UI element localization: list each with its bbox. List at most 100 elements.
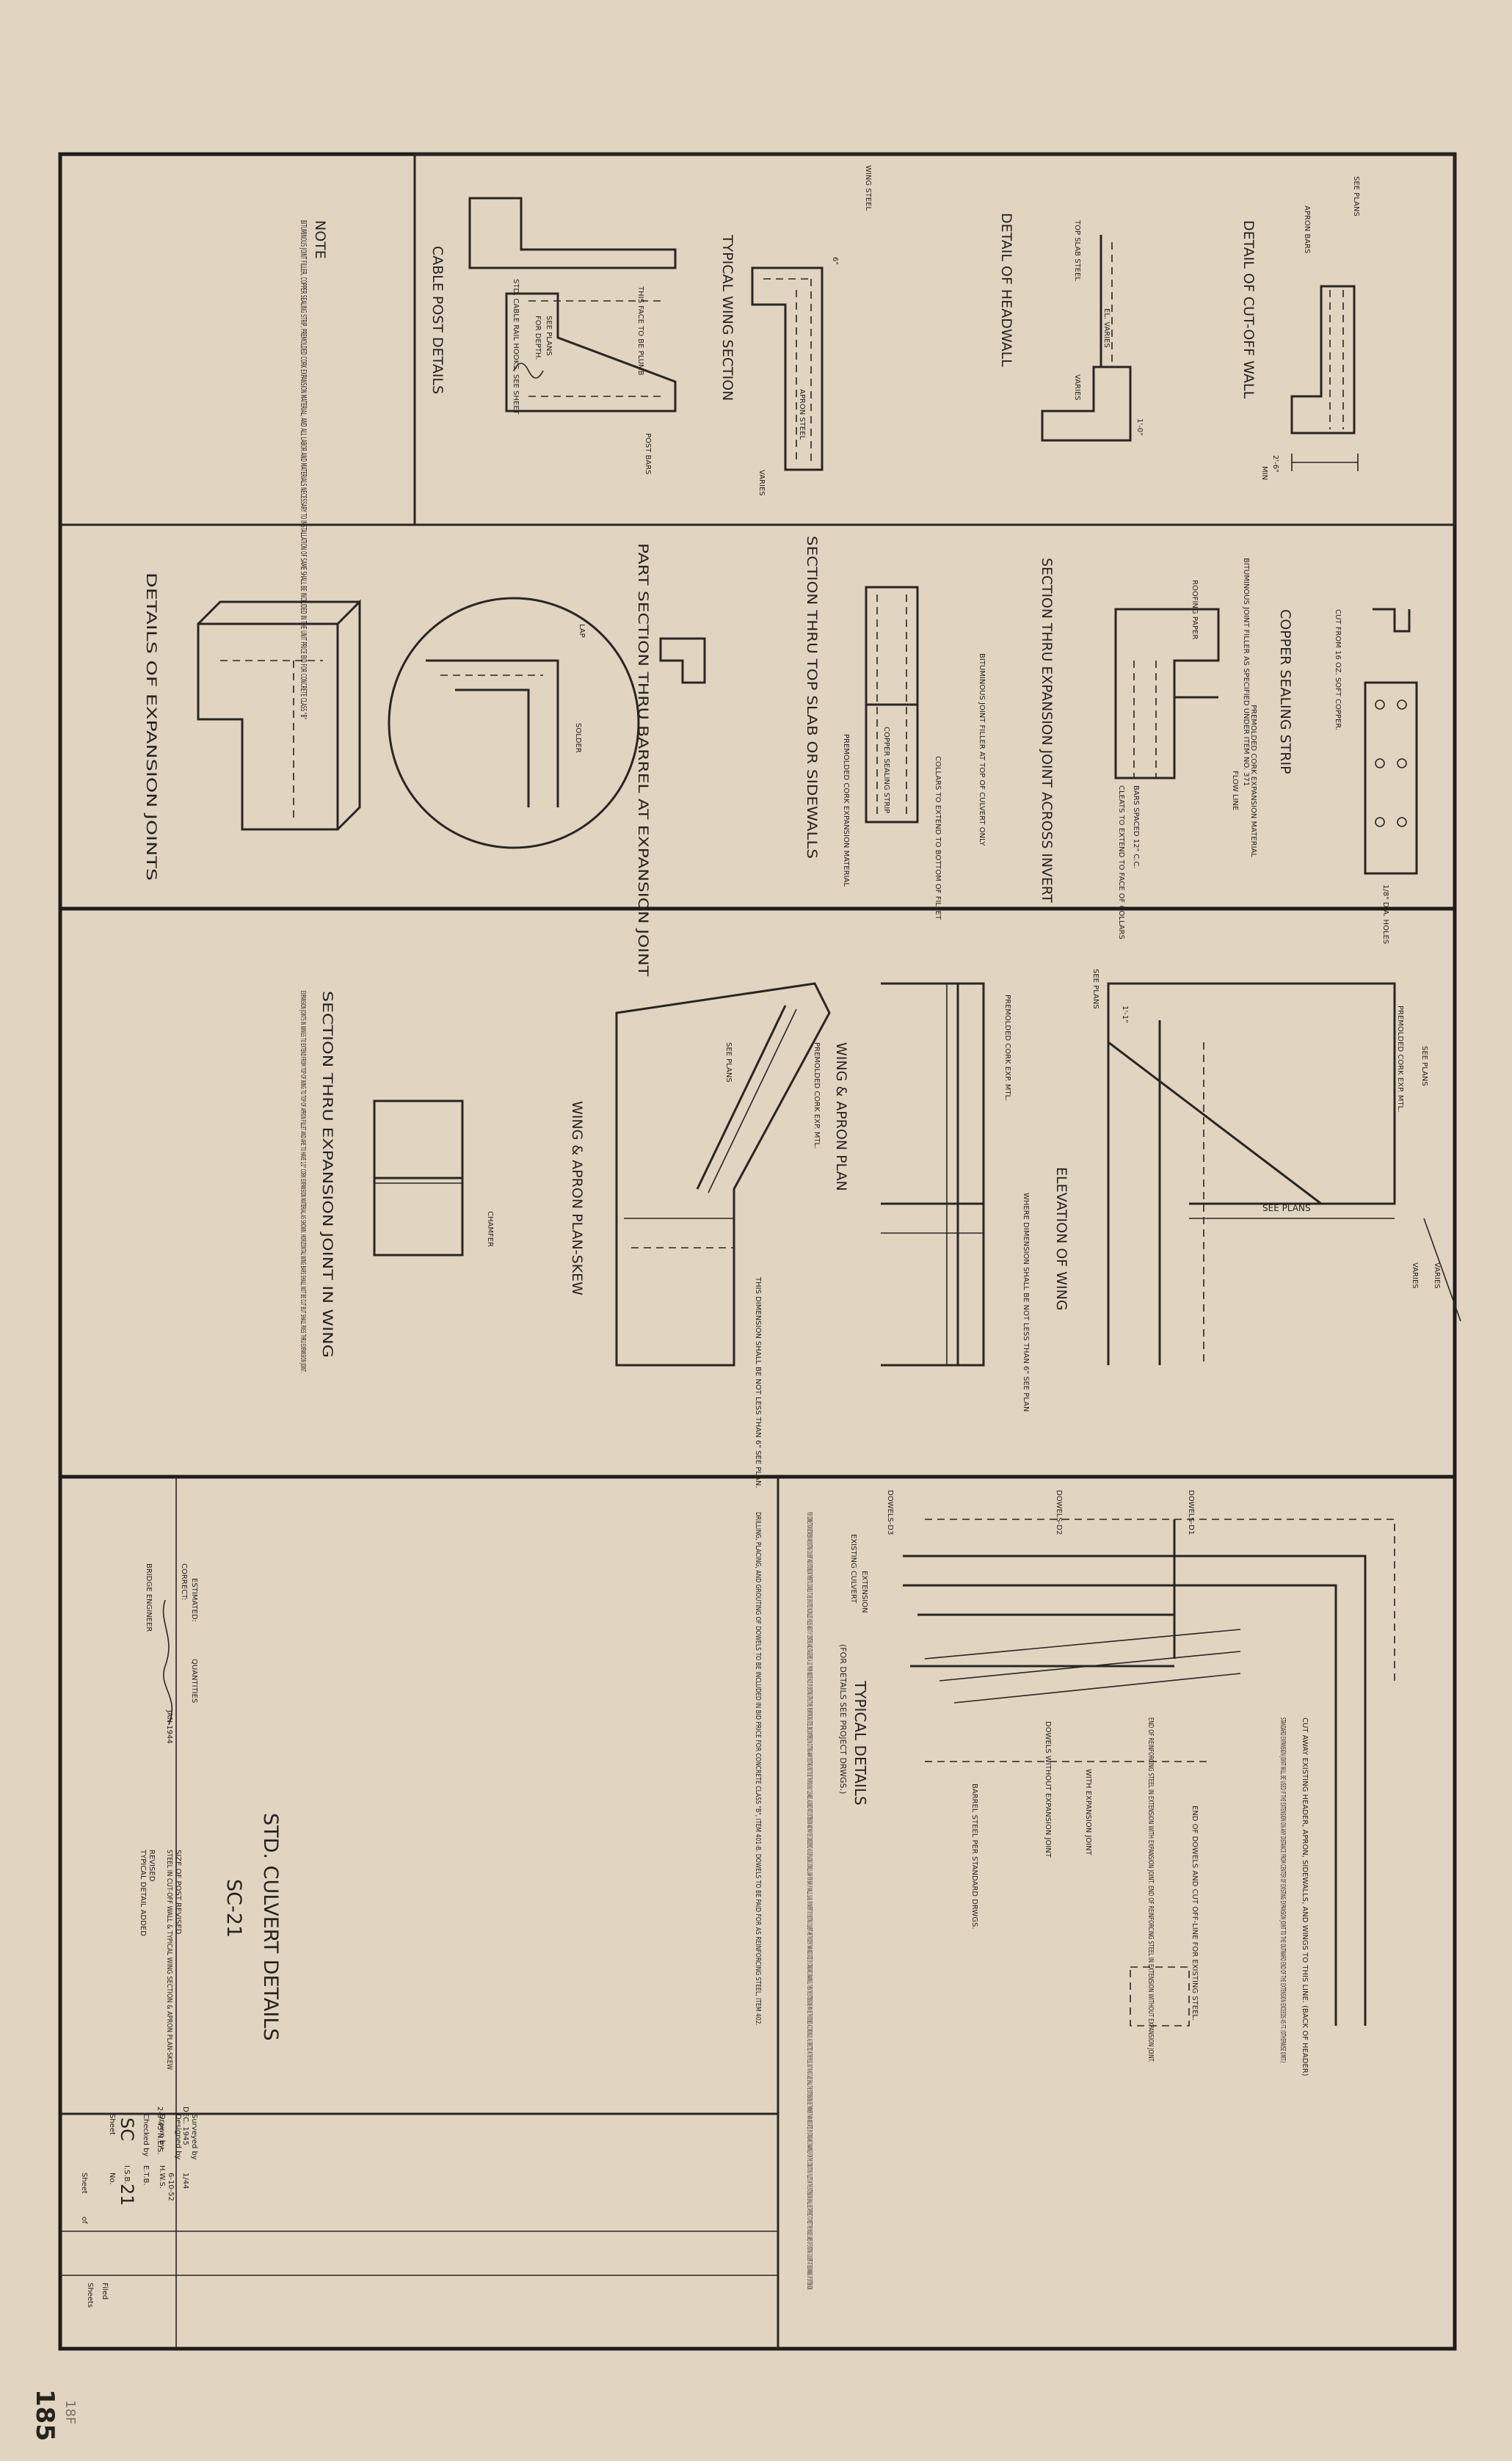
drawing-label: BITUMINOUS JOINT FILLER AT TOP OF CULVER… [978,653,986,846]
wing-joint-detail [373,1099,464,1257]
drawing-label: 1'-0" [1135,418,1144,436]
series-code: SC [117,2118,137,2141]
drawing-label: DOWELS-D3 [886,1490,894,1535]
drawing-label: H.W.S. [158,2165,166,2189]
drawing-label: JAN 1944 [165,1709,173,1744]
drawing-title: STD. CULVERT DETAILS [259,1813,282,2041]
drawing-number: SC-21 [222,1879,245,1938]
drawing-label: E.T.B. [142,2165,150,2186]
drawing-label: Checked by [142,2114,150,2156]
cable-post-title: CABLE POST DETAILS [429,246,446,394]
drawing-label: 2'-6" [1271,455,1279,473]
drawing-label: 6" [831,257,839,265]
typical-details-drawing [903,1519,1395,2026]
copper-strip-title: COPPER SEALING STRIP [1277,609,1293,774]
drawing-label: (FOR DETAILS SEE PROJECT DRWGS.) [838,1644,848,1794]
drawing-label: BARS SPACED 12" C.C. [1132,785,1140,869]
drawing-label: Surveyed by [190,2114,198,2160]
drawing-label: DOWELS-D2 [1055,1490,1063,1535]
drawing-label: LAP [578,624,586,638]
drawing-label: BRIDGE ENGINEER [145,1563,153,1632]
drawing-label: STD. CABLE RAIL HOOKS, SEE SHEET [512,279,520,415]
drawing-label: I.S.B. [123,2165,131,2184]
drawing-label: No. [108,2173,116,2185]
drawing-label: APRON STEEL [798,389,806,440]
drawing-label: DOWELS-D1 [1187,1490,1195,1535]
expansion-invert-title: SECTION THRU EXPANSION JOINT ACROSS INVE… [1039,558,1055,903]
note-text: BITUMINOUS JOINT FILLER, COPPER SEALING … [299,220,308,719]
drawing-label: DOWELS WITHOUT EXPANSION JOINT [1044,1721,1052,1858]
top-slab-title: SECTION THRU TOP SLAB OR SIDEWALLS [804,536,820,859]
drawing-label: ROOFING PAPER [1191,580,1199,639]
wing-joint-title: SECTION THRU EXPANSION JOINT IN WING [319,991,335,1358]
wing-joint-note: EXPANSION JOINTS IN WINGS TO EXTEND FROM… [299,991,307,1373]
drawing-label: EXTENSION [860,1571,868,1613]
wing-apron-skew-title: WING & APRON PLAN-SKEW [569,1101,585,1295]
drawing-label: Sheet [108,2114,116,2135]
sheet-ink-number: 185 [30,2389,59,2441]
wing-apron-plan-title: WING & APRON PLAN [833,1042,849,1191]
wing-elevation-detail [1107,982,1461,1365]
drawing-label: SOLDER [574,723,582,753]
drawing-label: FLOW LINE [1231,771,1239,810]
wing-section-detail [751,266,824,471]
drawing-label: THIS FACE TO BE PLUMB [636,286,644,376]
drawing-label: VARIES [757,470,766,496]
drawing-label: WITH EXPANSION JOINT [1084,1769,1092,1856]
typical-details-title: TYPICAL DETAILS [851,1680,869,1806]
drawing-label: BITUMINOUS JOINT FILLER AS SPECIFIED UND… [1242,558,1250,786]
drawing-label: Sheets [86,2283,94,2308]
headwall-title: DETAIL OF HEADWALL [998,213,1014,367]
drawing-label: EXISTING CULVERT [849,1534,857,1604]
drawing-label: PREMOLDED CORK EXP. MTL. [1396,1006,1404,1112]
drawing-label: CLEATS TO EXTEND TO FACE OF COLLARS [1117,785,1125,939]
drawing-label: WING STEEL [864,165,872,211]
drawing-label: CUT FROM 16 OZ. SOFT COPPER. [1334,609,1342,730]
drawing-label: Drawn by [158,2114,166,2149]
drawing-label: SIZE OF POST REVISED [174,1850,182,1935]
cutoff-wall-title: DETAIL OF CUT-OFF WALL [1240,220,1257,399]
drawing-label: Filed [101,2283,109,2300]
drawing-label: of [80,2217,88,2224]
sheet-number: 21 [117,2184,137,2206]
drawing-label: PREMOLDED CORK EXPANSION MATERIAL [842,734,850,887]
drawing-label: MIN [1260,466,1268,480]
drawing-label: Sheet [80,2173,88,2194]
headwall-detail [1041,235,1132,442]
expansion-invert-detail [1114,608,1220,779]
typical-paragraph-2: DRILLING, PLACING, AND GROUTING OF DOWEL… [754,1512,762,2026]
expansion-joints-detail [197,599,361,831]
drawing-label: ESTIMATED: [190,1578,198,1622]
drawing-label: SEE PLANS [724,1042,733,1083]
drawing-label: DEC. 1945 [181,2106,189,2145]
drawing-label: THIS DIMENSION SHALL BE NOT LESS THAN 6"… [754,1276,762,1488]
drawing-label: TYPICAL DETAIL ADDED [139,1849,147,1936]
drawing-label: WHERE DIMENSION SHALL BE NOT LESS THAN 6… [1022,1193,1030,1411]
drawing-label: 1/44 [181,2173,189,2189]
drawing-label: FOR DEPTH. [534,316,542,360]
drawing-label: 1'-1" [1121,1006,1129,1023]
drawing-label: COLLARS TO EXTEND TO BOTTOM OF FILLET [934,756,942,920]
drawing-label: BARREL STEEL PER STANDARD DRWGS. [970,1784,978,1930]
drawing-label: VARIES [1433,1262,1441,1289]
drawing-label: STEEL IN CUT-OFF WALL & TYPICAL WING SEC… [165,1850,173,2070]
drawing-label: TOP SLAB STEEL [1073,219,1081,281]
wing-apron-plan-detail [881,982,985,1367]
drawing-label: CUT AWAY EXISTING HEADER, APRON, SIDEWAL… [1301,1717,1309,2076]
drawing-label: PREMOLDED CORK EXP. MTL. [1003,995,1011,1101]
drawing-label: SEE PLANS [1420,1046,1428,1086]
drawing-label: VARIES [1411,1262,1419,1289]
drawing-label: PREMOLDED CORK EXP. MTL. [813,1042,821,1149]
drawing-label: SEE PLANS [1352,176,1360,217]
expansion-joints-title: DETAILS OF EXPANSION JOINTS [143,572,159,881]
note-heading: NOTE [312,220,328,259]
top-slab-detail [865,586,919,824]
drawing-label: END OF REINFORCING STEEL IN EXTENSION WI… [1146,1717,1155,2062]
drawing-label: SEE PLANS [1262,1203,1311,1213]
drawing-label: Designed by [174,2114,182,2160]
drawing-label: SEE PLANS [545,316,553,356]
barrel-section-detail [388,597,706,849]
drawing-label: 2-9-45 N.E.S. [156,2106,164,2155]
